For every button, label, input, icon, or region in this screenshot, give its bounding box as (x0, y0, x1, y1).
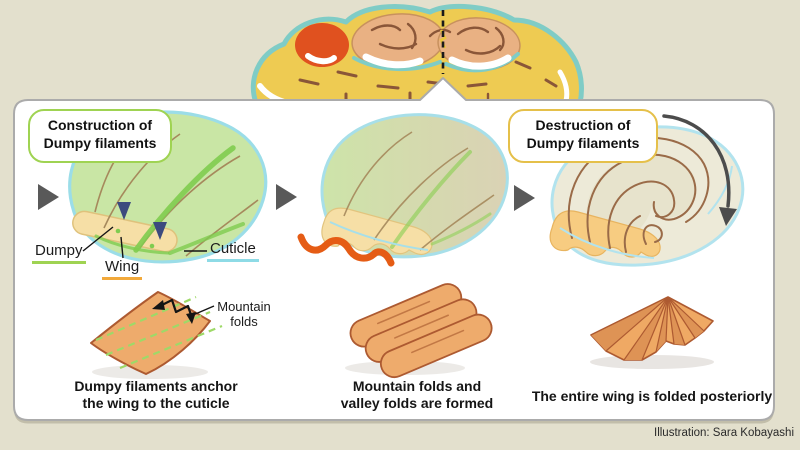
pupa-wing-squiggles (370, 22, 505, 55)
wing-base-cuticle (72, 210, 178, 253)
corrugated-sheet-illustration (345, 283, 493, 379)
caption-line: the wing to the cuticle (82, 395, 230, 411)
illustration-credit: Illustration: Sara Kobayashi (654, 427, 794, 439)
pupa-body-dashes (298, 60, 558, 104)
label-pointer-lines (82, 226, 207, 259)
badge-line: Destruction of (535, 117, 631, 133)
step-arrow-icons (38, 184, 535, 211)
sheet (90, 291, 211, 375)
mountain-folds-line: folds (230, 314, 258, 329)
wing-green-veins (94, 145, 245, 255)
wing-brown-veins (343, 131, 495, 251)
badge-line: Dumpy filaments (43, 134, 157, 151)
cuticle-label-text: Cuticle (207, 240, 259, 262)
badge-line: Dumpy filaments (526, 134, 640, 151)
fan-pleat-lines (590, 296, 705, 361)
corrugation-ridges (349, 283, 493, 379)
cyan-inner-line (329, 221, 429, 251)
mountain-folds-line: Mountain (217, 299, 271, 314)
fold-direction-arrow-icon (662, 114, 737, 226)
pupa-teal-arcs (352, 52, 520, 73)
flat-sheet-illustration (90, 291, 223, 379)
highlight (305, 53, 337, 65)
step-arrow-icon (276, 184, 297, 210)
fan-fold-illustration (590, 296, 714, 369)
destruction-badge: Destruction of Dumpy filaments (508, 109, 658, 163)
wing-pointer-line (120, 236, 124, 259)
caption-line: Dumpy filaments anchor (74, 378, 238, 394)
wing-label: Wing (102, 258, 143, 280)
dumpy-pointer-line (82, 226, 114, 252)
badge-line: Construction of (47, 117, 153, 133)
step3-caption: The entire wing is folded posteriorly (521, 388, 783, 405)
dumpy-label: Dumpy (32, 242, 86, 264)
step-arrow-icon (38, 184, 59, 210)
sheet-shadow (590, 355, 714, 369)
caption-line: The entire wing is folded posteriorly (531, 388, 773, 404)
filament-arrowhead-icon (153, 222, 167, 240)
cuticle-label: Cuticle (207, 240, 259, 262)
detached-filament-squiggle (297, 233, 395, 267)
construction-badge: Construction of Dumpy filaments (28, 109, 172, 163)
wing-label-text: Wing (102, 258, 143, 280)
step-arrow-icon (514, 185, 535, 211)
cyan-inner-lines (559, 165, 733, 259)
step2-caption: Mountain folds and valley folds are form… (311, 378, 523, 412)
wing-green-veins (390, 150, 492, 249)
caption-line: Mountain folds and (352, 378, 482, 394)
wing-intermediate-illustration (297, 113, 509, 267)
filament-arrowhead-icon (117, 202, 131, 220)
filament-dot (149, 243, 155, 249)
dumpy-label-text: Dumpy (32, 242, 86, 264)
caption-line: valley folds are formed (340, 395, 494, 411)
fold-label-pointer-line (192, 305, 215, 316)
step1-caption: Dumpy filaments anchor the wing to the c… (50, 378, 262, 412)
pupa-illustration (250, 3, 584, 106)
mountain-fold-dashed-lines (95, 295, 223, 370)
mountain-folds-label: Mountain folds (212, 299, 276, 329)
filament-dot (115, 228, 121, 234)
